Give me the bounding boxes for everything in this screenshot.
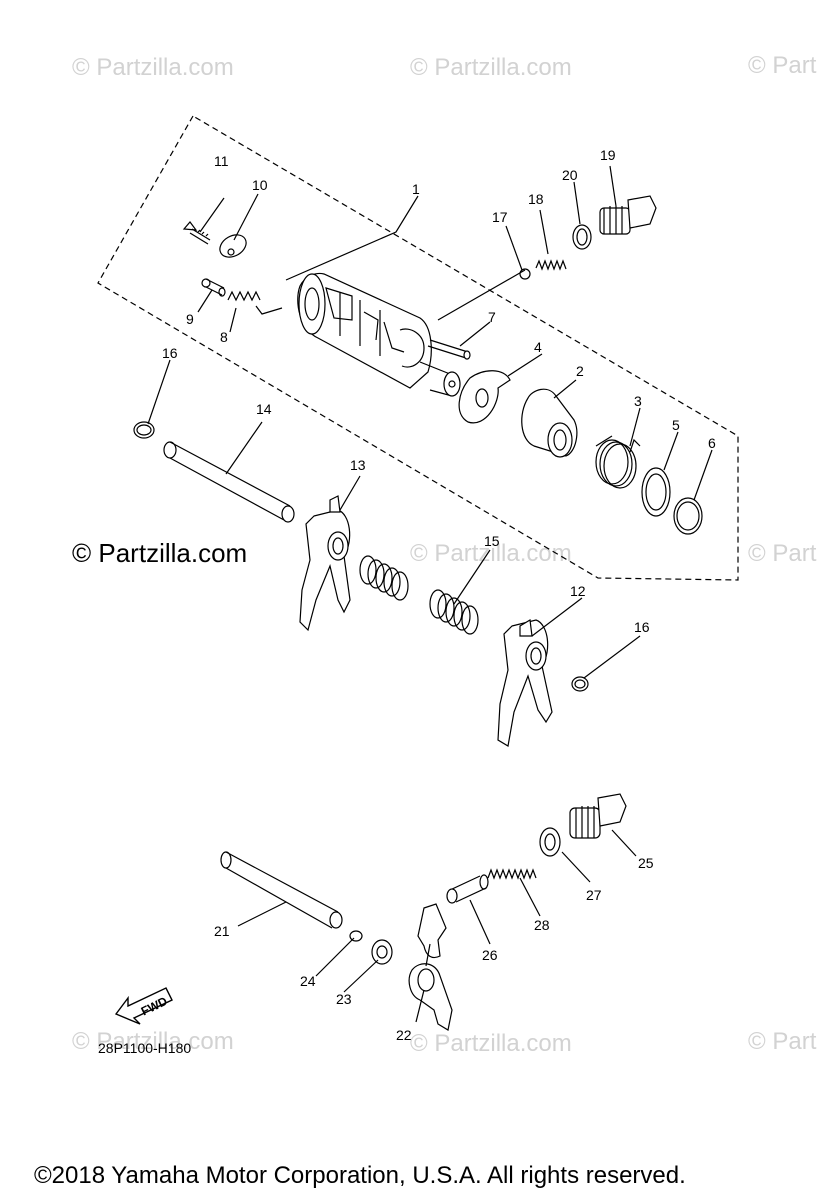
watermark-top-center: © Partzilla.com xyxy=(410,54,572,81)
part-small-spring xyxy=(227,290,261,302)
watermark-top-right: © Part xyxy=(748,52,817,79)
callout-12: 12 xyxy=(570,583,586,599)
callout-13: 13 xyxy=(350,457,366,473)
callout-18: 18 xyxy=(528,191,544,207)
part-washer-27 xyxy=(539,827,561,857)
part-spring-28 xyxy=(487,868,537,880)
callout-16a: 16 xyxy=(162,345,178,361)
part-pin-26 xyxy=(446,874,489,904)
callout-11: 11 xyxy=(214,153,229,169)
assembly-boundary xyxy=(97,115,739,581)
part-shift-fork-13 xyxy=(299,495,351,632)
part-spring-18 xyxy=(535,259,567,271)
callout-1: 1 xyxy=(412,181,420,197)
part-lever-22 xyxy=(408,903,453,1031)
watermark-bottom-left: © Partzilla.com xyxy=(72,1028,234,1055)
callout-7: 7 xyxy=(488,309,496,325)
part-dowel xyxy=(427,339,471,360)
callout-14: 14 xyxy=(256,401,272,417)
part-pin xyxy=(201,278,226,297)
callout-3: 3 xyxy=(634,393,642,409)
callout-labels: 1 2 3 4 5 6 7 8 9 10 11 12 13 14 15 16 1… xyxy=(162,147,716,1043)
part-bolt-25 xyxy=(569,793,627,839)
fwd-arrow-icon: FWD xyxy=(114,987,173,1025)
part-bolt-19 xyxy=(599,195,657,235)
callout-28: 28 xyxy=(534,917,550,933)
part-plate xyxy=(219,234,247,258)
callout-15: 15 xyxy=(484,533,500,549)
part-shift-drum xyxy=(297,272,461,397)
callout-19: 19 xyxy=(600,147,616,163)
part-screw xyxy=(182,221,211,245)
callout-8: 8 xyxy=(220,329,228,345)
callout-2: 2 xyxy=(576,363,584,379)
part-circlip-6 xyxy=(673,497,703,535)
callout-21: 21 xyxy=(214,923,230,939)
callout-5: 5 xyxy=(672,417,680,433)
callout-9: 9 xyxy=(186,311,194,327)
diagram-code: 28P1100-H180 xyxy=(98,1040,192,1056)
part-torsion-spring xyxy=(595,435,641,489)
watermark-main: © Partzilla.com xyxy=(72,538,248,568)
watermark-mid-right: © Part xyxy=(748,540,817,567)
callout-10: 10 xyxy=(252,177,268,193)
copyright-text: ©2018 Yamaha Motor Corporation, U.S.A. A… xyxy=(34,1162,686,1189)
callout-16b: 16 xyxy=(634,619,650,635)
callout-17: 17 xyxy=(492,209,508,225)
callout-27: 27 xyxy=(586,887,602,903)
watermark-bottom-center: © Partzilla.com xyxy=(410,1030,572,1057)
callout-24: 24 xyxy=(300,973,316,989)
part-washer-23 xyxy=(371,939,393,965)
part-washer-20 xyxy=(572,224,592,250)
watermark-bottom-right: © Part xyxy=(748,1028,817,1055)
watermark-top-left: © Partzilla.com xyxy=(72,54,234,81)
part-spring-15 xyxy=(359,555,479,635)
callout-6: 6 xyxy=(708,435,716,451)
part-shaft-21 xyxy=(220,851,343,929)
part-circlip-24 xyxy=(349,930,363,942)
part-guide-bar-14 xyxy=(163,441,295,523)
part-stopper xyxy=(458,370,511,424)
watermark-mid-center: © Partzilla.com xyxy=(410,540,572,567)
callout-20: 20 xyxy=(562,167,578,183)
callout-26: 26 xyxy=(482,947,498,963)
callout-23: 23 xyxy=(336,991,352,1007)
part-washer-5 xyxy=(641,467,671,517)
callout-4: 4 xyxy=(534,339,542,355)
part-circlip-16a xyxy=(133,421,155,439)
part-segment xyxy=(521,388,578,458)
callout-22: 22 xyxy=(396,1027,412,1043)
part-circlip-16b xyxy=(571,676,589,692)
part-shift-fork-12 xyxy=(497,619,553,747)
callout-25: 25 xyxy=(638,855,654,871)
